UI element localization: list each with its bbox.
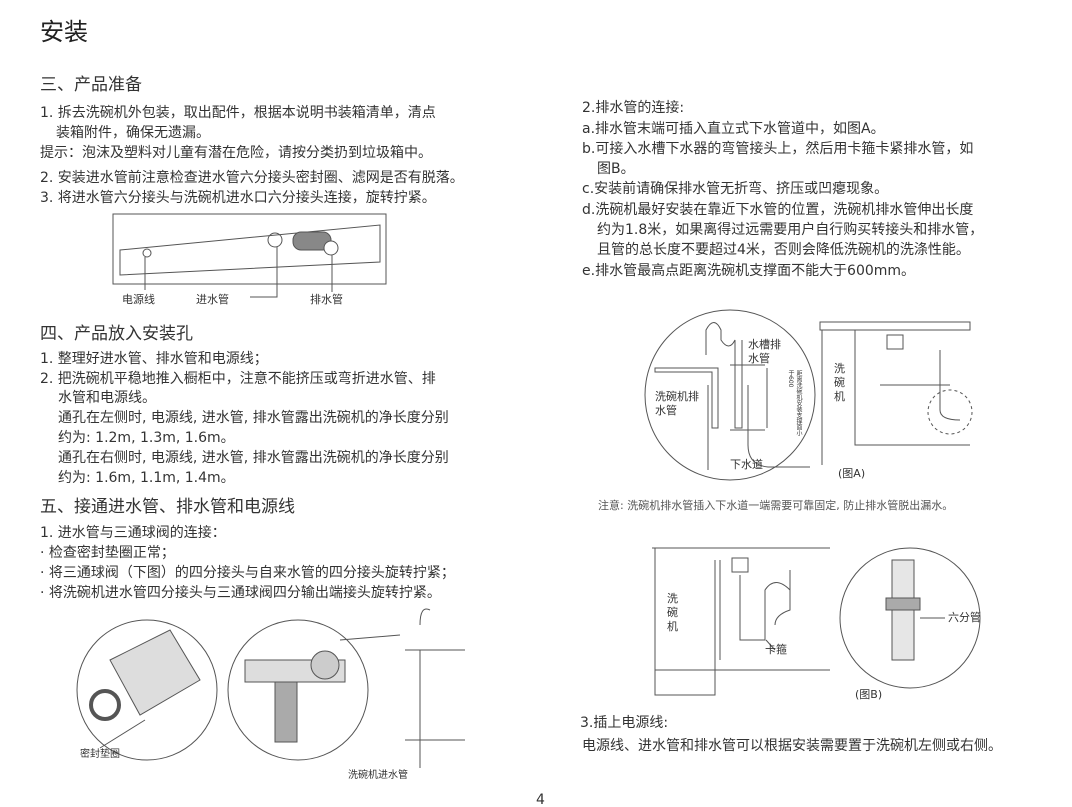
label-sewer: 下水道 <box>730 458 763 471</box>
text-line: 约为: 1.2m, 1.3m, 1.6m。 <box>58 430 235 446</box>
page-title: 安装 <box>40 18 88 46</box>
text-line: 通孔在右侧时, 电源线, 进水管, 排水管露出洗碗机的净长度分别 <box>58 450 449 466</box>
figure-a <box>644 309 973 481</box>
label-dishwasher-drain-pipe: 洗碗机排水管 <box>655 390 699 417</box>
section-heading-place: 四、产品放入安装孔 <box>40 324 193 344</box>
text-line: 1. 拆去洗碗机外包装，取出配件，根据本说明书装箱清单，清点 <box>40 105 436 121</box>
power-heading: 3.插上电源线: <box>580 715 669 731</box>
dishwasher-back-figure <box>112 213 387 298</box>
label-power-cord: 电源线 <box>122 293 155 306</box>
tip-text: 提示：泡沫及塑料对儿童有潜在危险，请按分类扔到垃圾箱中。 <box>40 145 432 161</box>
text-line: 3. 将进水管六分接头与洗碗机进水口六分接头连接，旋转拧紧。 <box>40 190 436 206</box>
text-line: 图B。 <box>597 161 635 177</box>
text-line: d.洗碗机最好安装在靠近下水管的位置，洗碗机排水管伸出长度 <box>582 202 974 218</box>
section-heading-prep: 三、产品准备 <box>40 75 142 95</box>
text-line: 2. 把洗碗机平稳地推入橱柜中，注意不能挤压或弯折进水管、排 <box>40 371 436 387</box>
text-line: · 检查密封垫圈正常； <box>40 545 175 561</box>
label-seal-ring: 密封垫圈 <box>80 749 120 760</box>
text-line: 约为1.8米，如果离得过远需要用户自行购买转接头和排水管， <box>597 222 984 238</box>
label-clamp: 卡箍 <box>765 643 787 656</box>
text-line: 2. 安装进水管前注意检查进水管六分接头密封圈、滤网是否有脱落。 <box>40 170 464 186</box>
label-six-fen-pipe: 六分管 <box>948 611 981 624</box>
text-line: e.排水管最高点距离洗碗机支撑面不能大于600mm。 <box>582 263 916 279</box>
text-line: 1. 进水管与三通球阀的连接： <box>40 525 226 541</box>
caption-figure-b: (图B) <box>855 688 883 701</box>
text-line: a.排水管末端可插入直立式下水管道中，如图A。 <box>582 121 885 137</box>
text-line: · 将三通球阀（下图）的四分接头与自来水管的四分接头旋转拧紧； <box>40 565 455 581</box>
label-dishwasher-inlet: 洗碗机进水管 <box>348 770 408 781</box>
label-drain-hose: 排水管 <box>310 293 343 306</box>
page-number: 4 <box>536 792 545 807</box>
figure-b <box>652 547 981 696</box>
text-line: 1. 整理好进水管、排水管和电源线； <box>40 351 268 367</box>
text-line: c.安装前请确保排水管无折弯、挤压或凹瘪现象。 <box>582 181 889 197</box>
label-height-dimension: 距离洗碗机安装支撑面小于600 <box>787 370 802 436</box>
text-line: · 将洗碗机进水管四分接头与三通球阀四分输出端接头旋转拧紧。 <box>40 585 441 601</box>
text-line: 通孔在左侧时, 电源线, 进水管, 排水管露出洗碗机的净长度分别 <box>58 410 449 426</box>
section-heading-connect: 五、接通进水管、排水管和电源线 <box>40 497 295 517</box>
text-line: 水管和电源线。 <box>58 390 156 406</box>
text-line: 且管的总长度不要超过4米，否则会降低洗碗机的洗涤性能。 <box>597 242 970 258</box>
label-dishwasher-b: 洗碗机 <box>667 592 678 633</box>
caption-figure-a: (图A) <box>838 467 866 480</box>
label-sink-drain-pipe: 水槽排水管 <box>748 338 781 365</box>
text-line: b.可接入水槽下水器的弯管接头上，然后用卡箍卡紧排水管，如 <box>582 141 974 157</box>
valve-figure <box>76 608 465 768</box>
label-inlet-hose: 进水管 <box>196 293 229 306</box>
text-line: 2.排水管的连接: <box>582 100 685 116</box>
text-line: 装箱附件，确保无遗漏。 <box>56 125 210 141</box>
note-text: 注意: 洗碗机排水管插入下水道一端需要可靠固定, 防止排水管脱出漏水。 <box>598 499 954 512</box>
power-text: 电源线、进水管和排水管可以根据安装需要置于洗碗机左侧或右侧。 <box>582 738 1002 754</box>
text-line: 约为: 1.6m, 1.1m, 1.4m。 <box>58 470 235 486</box>
label-dishwasher-a: 洗碗机 <box>834 362 845 403</box>
